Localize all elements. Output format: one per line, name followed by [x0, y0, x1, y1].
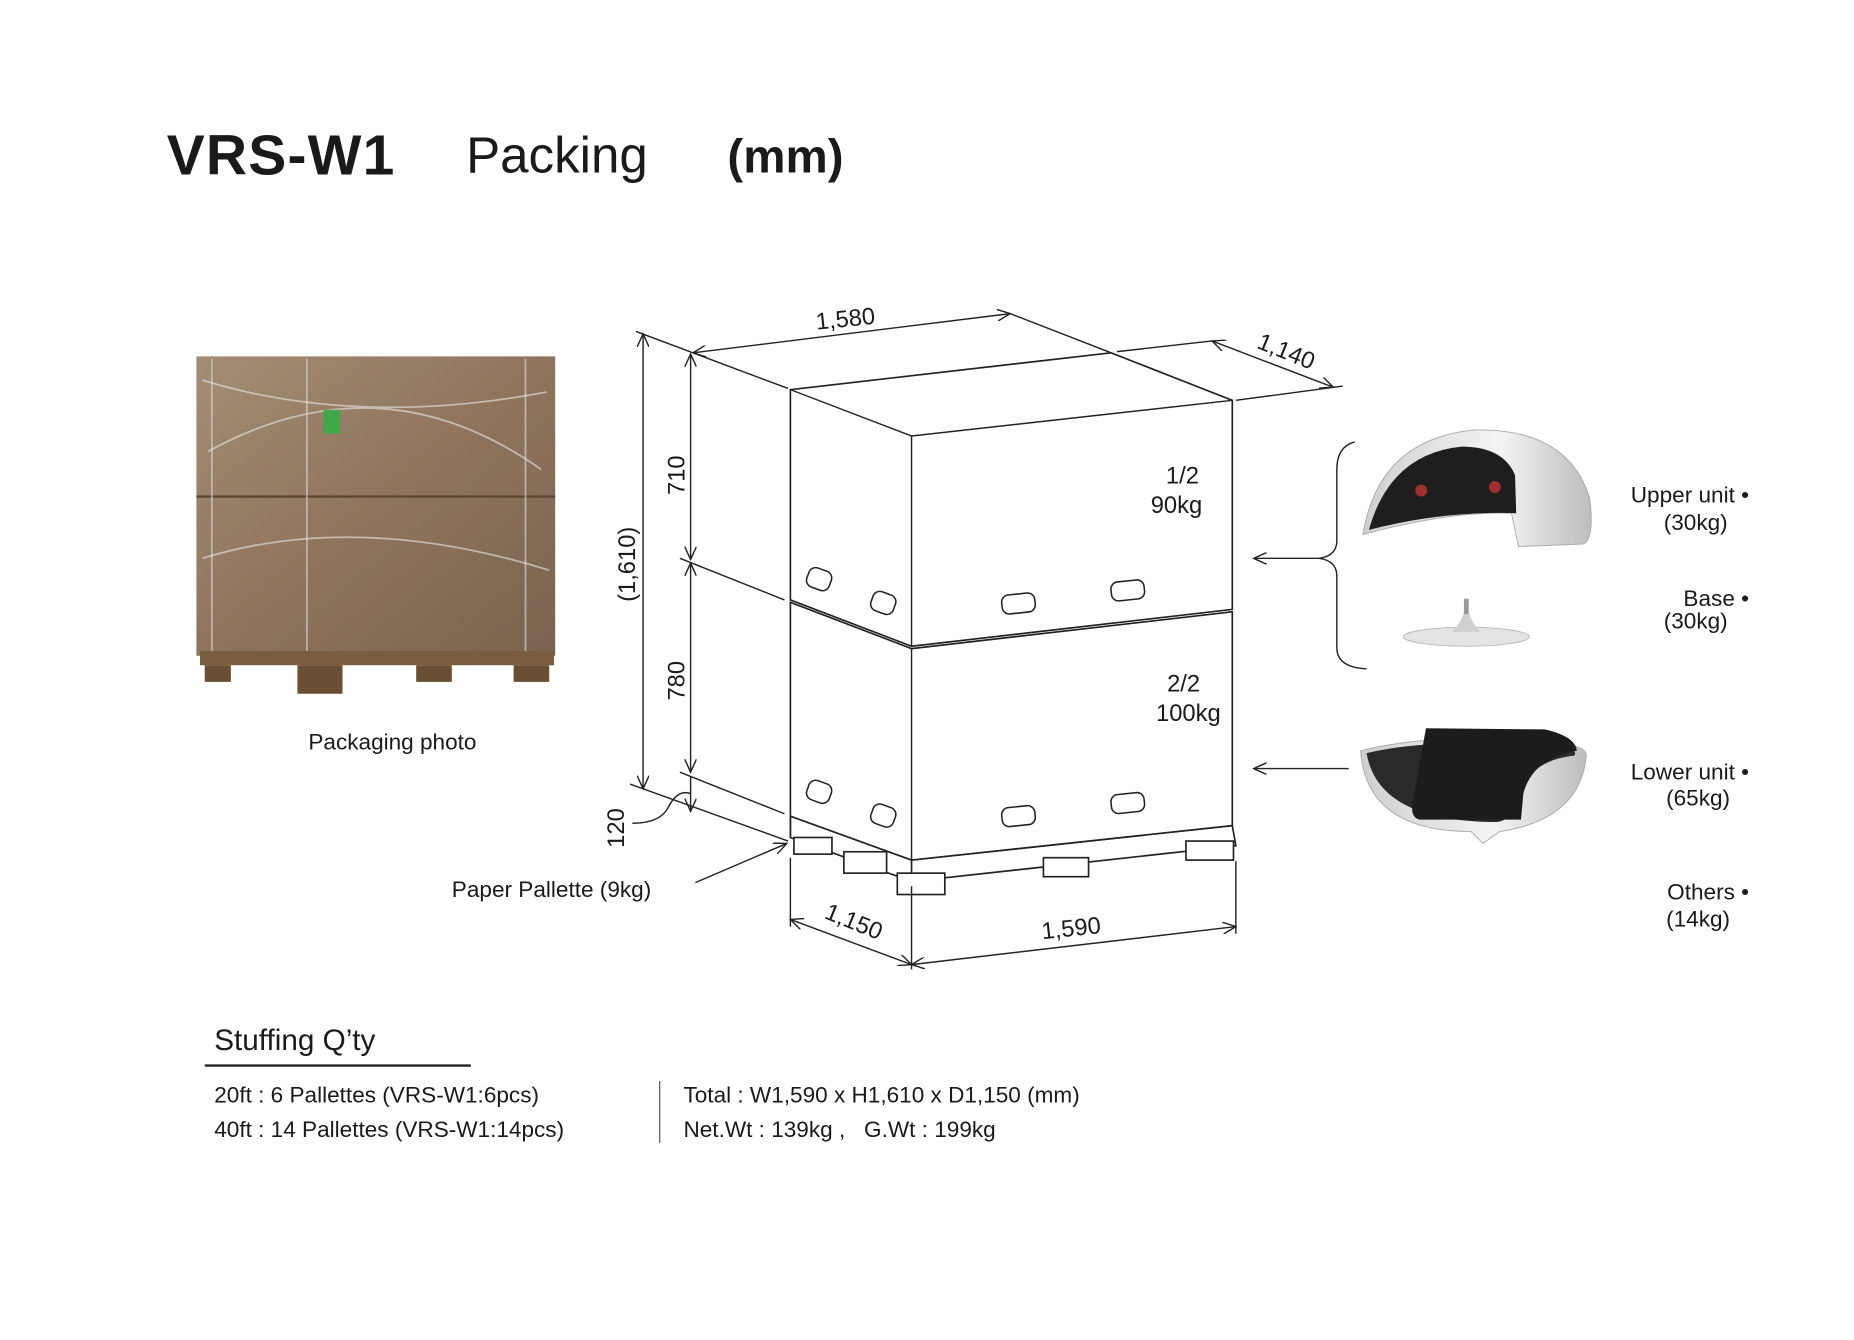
lower-unit-image: [1360, 728, 1587, 845]
component-weight: (65kg): [1666, 785, 1730, 810]
stuffing-section: Stuffing Q’ty 20ft : 6 Pallettes (VRS-W1…: [204, 1024, 1080, 1143]
base-image: [1402, 598, 1530, 647]
component-weight: (30kg): [1664, 510, 1728, 535]
pallet-box-drawing: 1/2 90kg 2/2 100kg 1,580 1,140 (1,610) 7…: [452, 303, 1367, 970]
component-upper-unit: Upper unit • (30kg): [1631, 483, 1749, 535]
box-1-index: 1/2: [1166, 462, 1199, 489]
box-1-weight: 90kg: [1151, 492, 1203, 519]
component-lower-unit: Lower unit • (65kg): [1631, 759, 1749, 810]
stuffing-20ft: 20ft : 6 Pallettes (VRS-W1:6pcs): [214, 1082, 539, 1107]
dim-top-width: 1,580: [814, 303, 876, 336]
component-name: Upper unit •: [1631, 483, 1749, 508]
component-images: [1360, 429, 1592, 845]
component-list: Upper unit • (30kg) Base • (30kg) Lower …: [1631, 483, 1749, 932]
stuffing-total: Total : W1,590 x H1,610 x D1,150 (mm): [683, 1082, 1079, 1107]
component-name: Lower unit •: [1631, 759, 1749, 784]
dim-top-depth: 1,140: [1254, 328, 1319, 375]
upper-unit-image: [1362, 429, 1592, 547]
component-others: Others • (14kg): [1666, 879, 1749, 931]
component-weight: (14kg): [1666, 907, 1730, 932]
title-word: Packing: [466, 126, 648, 183]
component-name: Others •: [1667, 879, 1749, 904]
stuffing-heading: Stuffing Q’ty: [214, 1024, 375, 1057]
title-unit: (mm): [727, 130, 843, 183]
dim-total-height: (1,610): [614, 527, 641, 602]
photo-caption: Packaging photo: [308, 730, 476, 755]
dim-upper-height: 710: [664, 455, 691, 495]
box-2-weight: 100kg: [1156, 700, 1221, 727]
dim-bottom-width: 1,590: [1040, 912, 1102, 945]
stuffing-40ft: 40ft : 14 Pallettes (VRS-W1:14pcs): [214, 1117, 564, 1142]
title-model: VRS-W1: [167, 124, 396, 188]
dim-bottom-depth: 1,150: [821, 898, 886, 945]
pallet-label: Paper Pallette (9kg): [452, 877, 651, 902]
box-2-index: 2/2: [1167, 670, 1200, 697]
page-title: VRS-W1 Packing (mm): [167, 124, 844, 188]
dim-pallet-height: 120: [603, 808, 630, 848]
packaging-photo: Packaging photo: [196, 356, 556, 755]
component-base: Base • (30kg): [1664, 586, 1749, 634]
component-weight: (30kg): [1664, 608, 1728, 633]
component-name: Base •: [1683, 586, 1749, 611]
stuffing-weights: Net.Wt : 139kg , G.Wt : 199kg: [683, 1117, 995, 1142]
dim-lower-height: 780: [664, 661, 691, 701]
